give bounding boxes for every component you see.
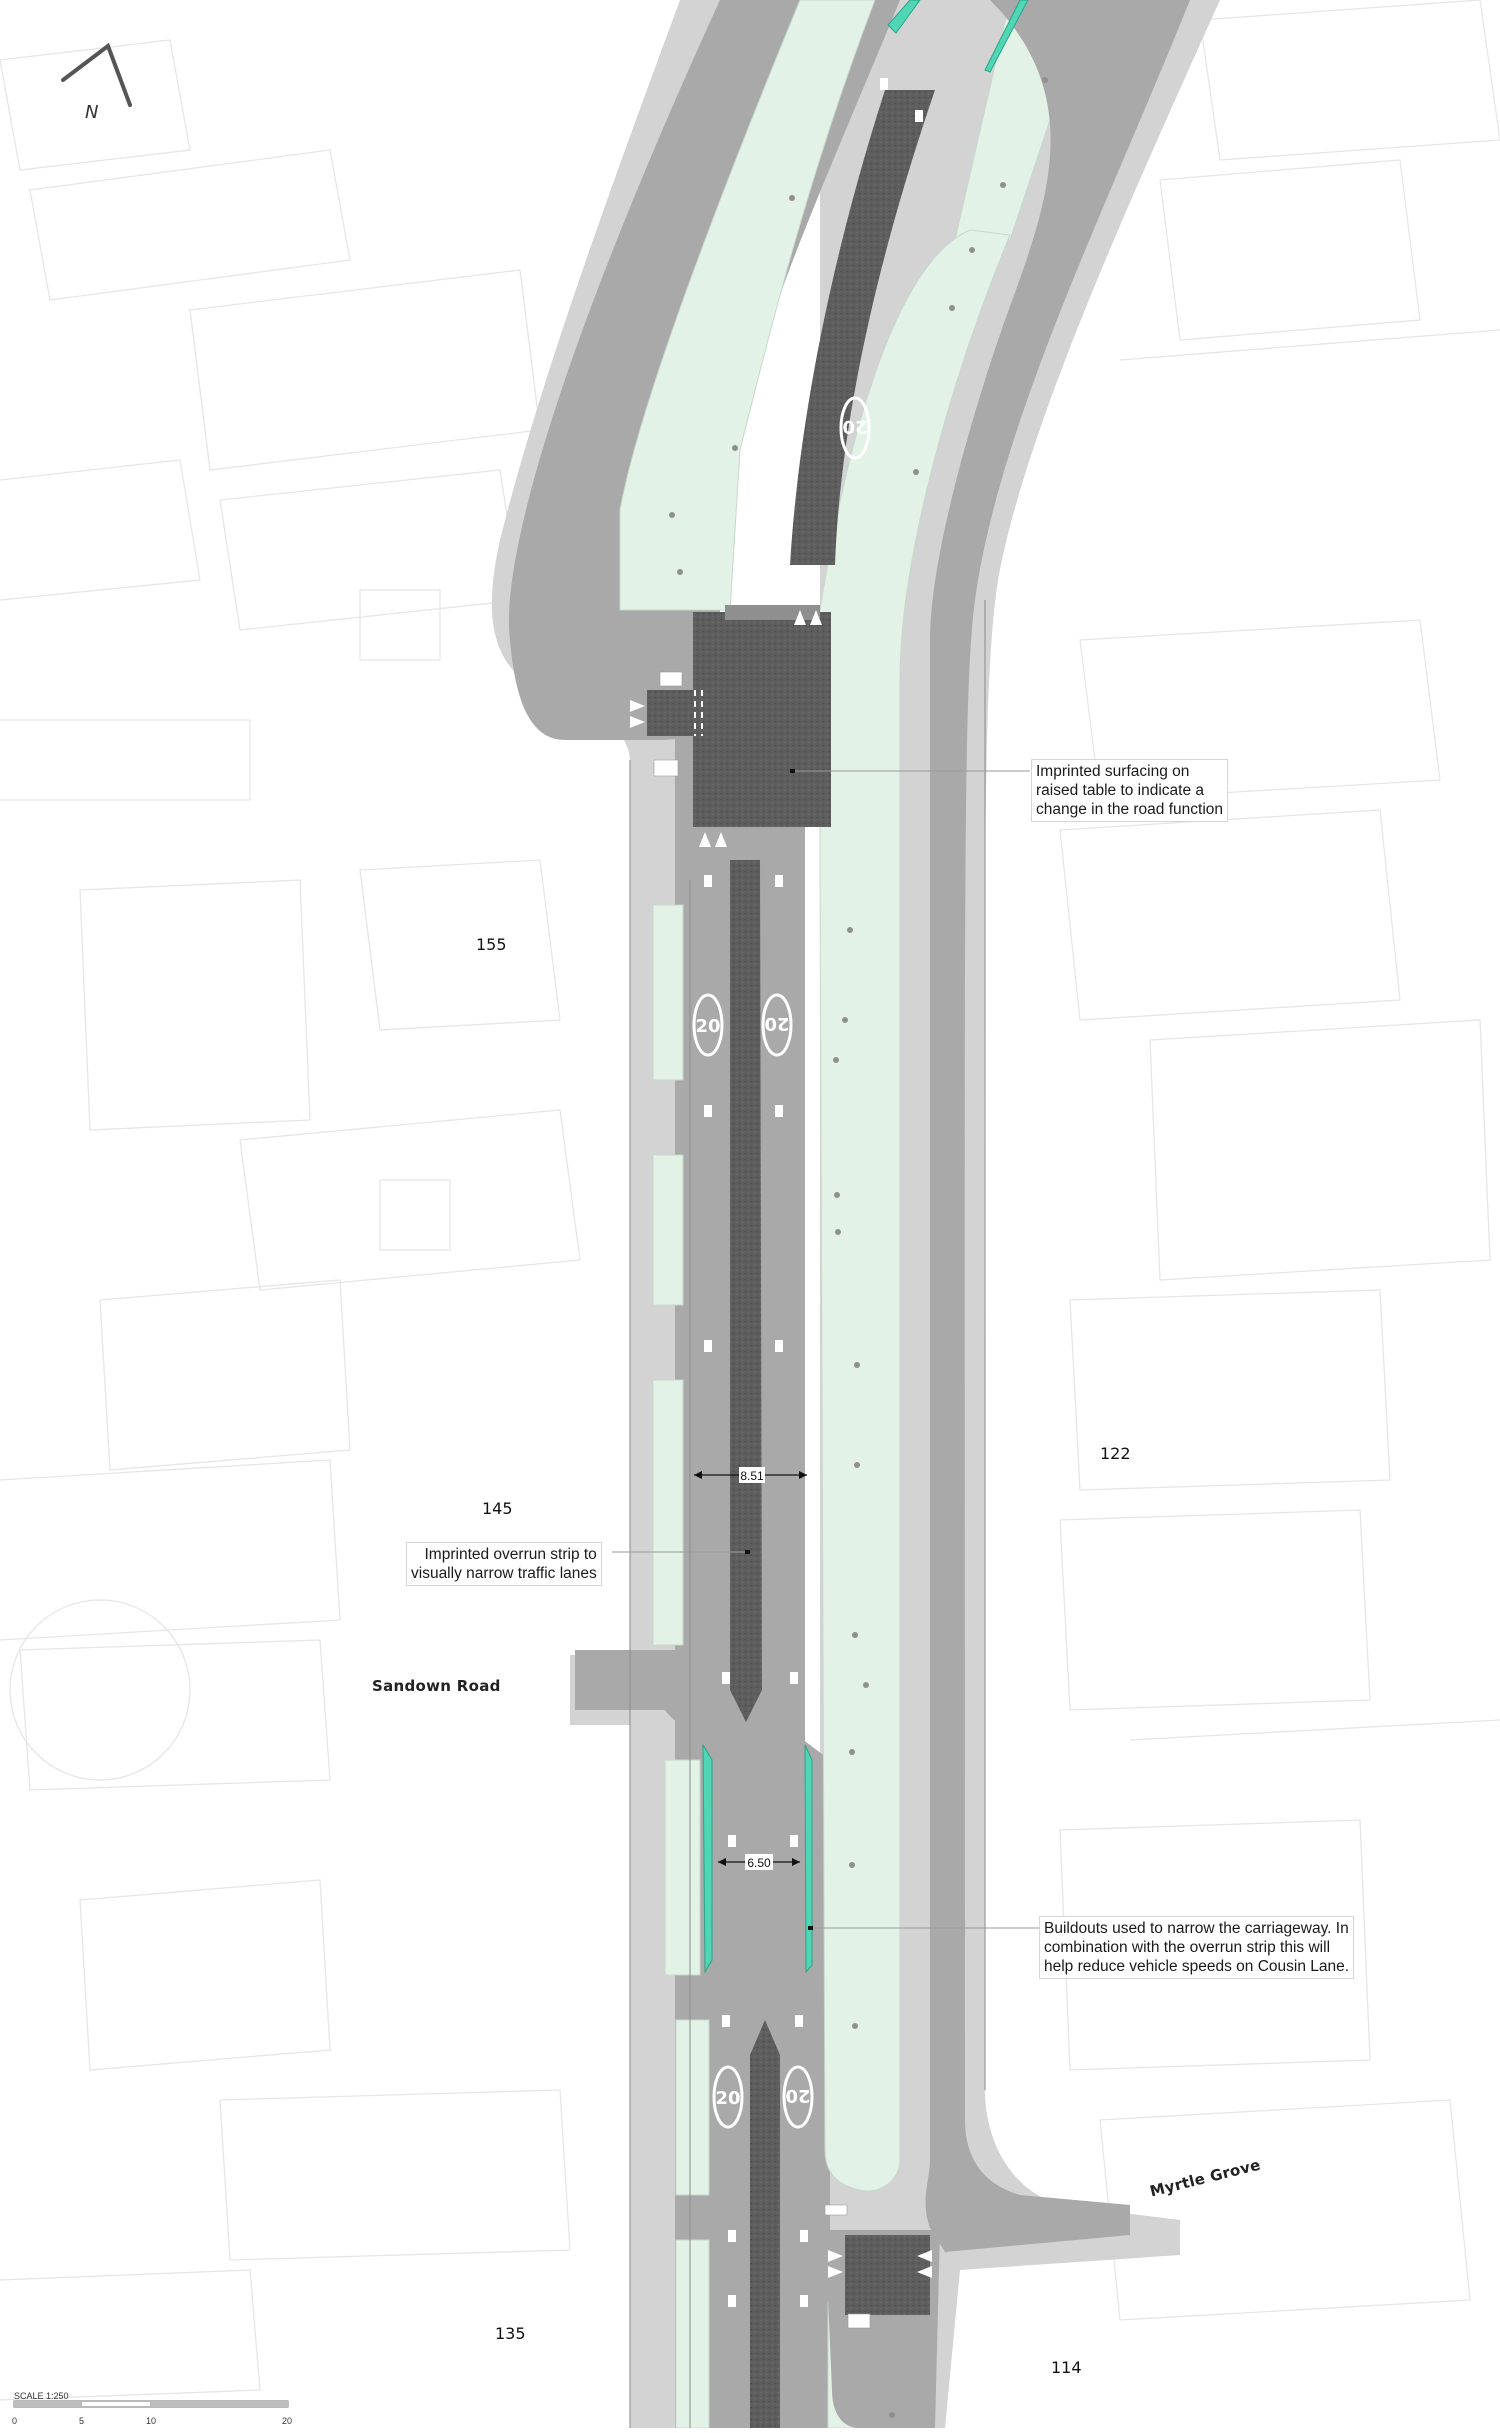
leader-markers bbox=[745, 769, 813, 1930]
scale-tick: 20 bbox=[282, 2416, 293, 2426]
annotation-raised-table: Imprinted surfacing on raised table to i… bbox=[1031, 759, 1228, 822]
property-number: 135 bbox=[495, 2324, 526, 2343]
road-name-sandown: Sandown Road bbox=[372, 1677, 501, 1695]
dimension-arrows bbox=[694, 1471, 807, 1866]
property-number: 155 bbox=[476, 935, 507, 954]
survey-points bbox=[669, 77, 1048, 2418]
speed-roundels: 20 20 20 20 20 20 bbox=[692, 380, 871, 2129]
annotation-buildouts: Buildouts used to narrow the carriageway… bbox=[1039, 1916, 1355, 1979]
north-label: N bbox=[85, 102, 98, 123]
property-number: 122 bbox=[1100, 1444, 1131, 1463]
scale-tick: 0 bbox=[12, 2416, 18, 2426]
scale-tick: 10 bbox=[146, 2416, 157, 2426]
speed-marking: 20 bbox=[769, 403, 794, 424]
property-number: 145 bbox=[482, 1499, 513, 1518]
raised-tables bbox=[647, 605, 930, 2315]
kerb-lines bbox=[629, 600, 986, 2428]
property-number: 114 bbox=[1051, 2358, 1082, 2377]
dimension-lower: 6.50 bbox=[747, 1856, 771, 1870]
table-markers bbox=[630, 610, 932, 2278]
dimension-upper: 8.51 bbox=[740, 1469, 764, 1483]
speed-marking: 20 bbox=[842, 416, 867, 437]
north-arrow-icon bbox=[61, 42, 132, 107]
speed-marking: 20 bbox=[785, 2085, 810, 2106]
scale-title: SCALE 1:250 bbox=[14, 2391, 69, 2401]
cycle-symbols bbox=[704, 78, 923, 2307]
speed-marking: 20 bbox=[764, 1013, 789, 1034]
scale-tick: 5 bbox=[79, 2416, 85, 2426]
annotation-overrun-strip: Imprinted overrun strip to visually narr… bbox=[406, 1542, 602, 1586]
overrun-strips bbox=[730, 90, 935, 2428]
give-way-lines bbox=[694, 690, 703, 736]
tactile-paving bbox=[653, 671, 871, 2329]
speed-marking: 20 bbox=[695, 1016, 720, 1037]
leader-lines bbox=[612, 770, 1040, 1929]
speed-marking: 20 bbox=[715, 2088, 740, 2109]
buildouts bbox=[702, 0, 1029, 1974]
scale-bar bbox=[13, 2400, 289, 2408]
